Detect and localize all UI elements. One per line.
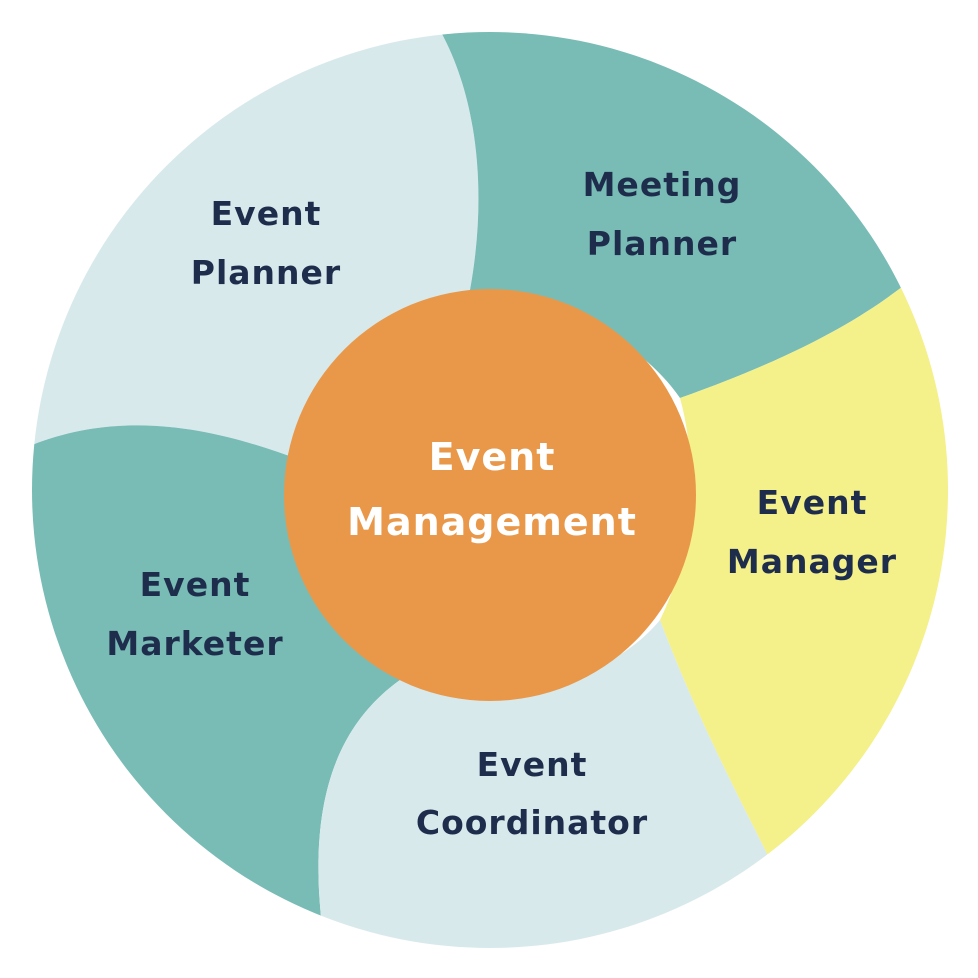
label-event-marketer: Event Marketer <box>106 565 283 663</box>
center-line2: Management <box>347 500 637 544</box>
label-meeting-planner: Meeting Planner <box>583 165 742 263</box>
center-circle <box>284 289 696 701</box>
label-event-coordinator: Event Coordinator <box>416 745 648 842</box>
meeting-planner-line2: Planner <box>587 224 737 263</box>
label-event-planner: Event Planner <box>191 194 341 292</box>
event-coordinator-line2: Coordinator <box>416 803 648 842</box>
meeting-planner-line1: Meeting <box>583 165 742 204</box>
event-planner-line1: Event <box>211 194 322 233</box>
center-label: Event Management <box>347 435 637 544</box>
event-marketer-line2: Marketer <box>106 624 283 663</box>
center-line1: Event <box>429 435 556 479</box>
segment-event-coordinator <box>318 620 820 948</box>
event-coordinator-line1: Event <box>477 745 588 784</box>
event-manager-line1: Event <box>757 483 868 522</box>
label-event-manager: Event Manager <box>727 483 897 581</box>
event-manager-line2: Manager <box>727 542 897 581</box>
event-marketer-line1: Event <box>140 565 251 604</box>
event-planner-line2: Planner <box>191 253 341 292</box>
